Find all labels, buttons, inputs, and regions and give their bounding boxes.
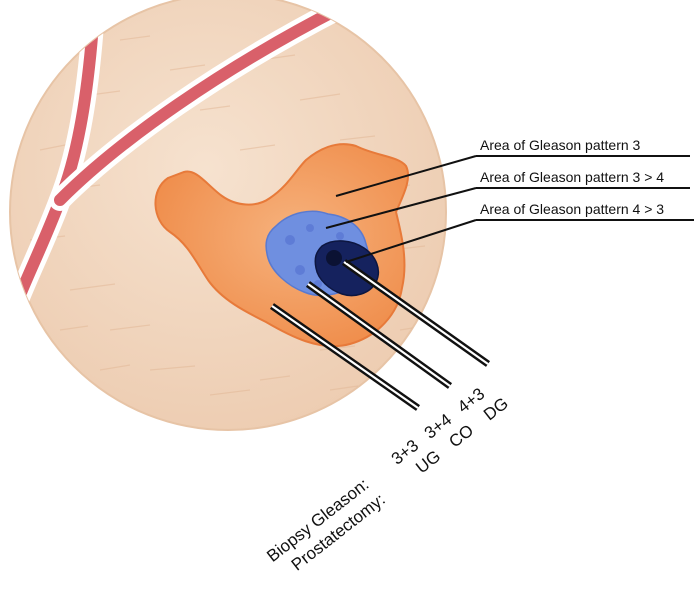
legend-pattern-3: Area of Gleason pattern 3 <box>480 137 641 153</box>
legend-pattern-4-gt-3: Area of Gleason pattern 4 > 3 <box>480 201 664 217</box>
legend-pattern-3-gt-4: Area of Gleason pattern 3 > 4 <box>480 169 664 185</box>
pattern-4-core <box>326 250 342 266</box>
